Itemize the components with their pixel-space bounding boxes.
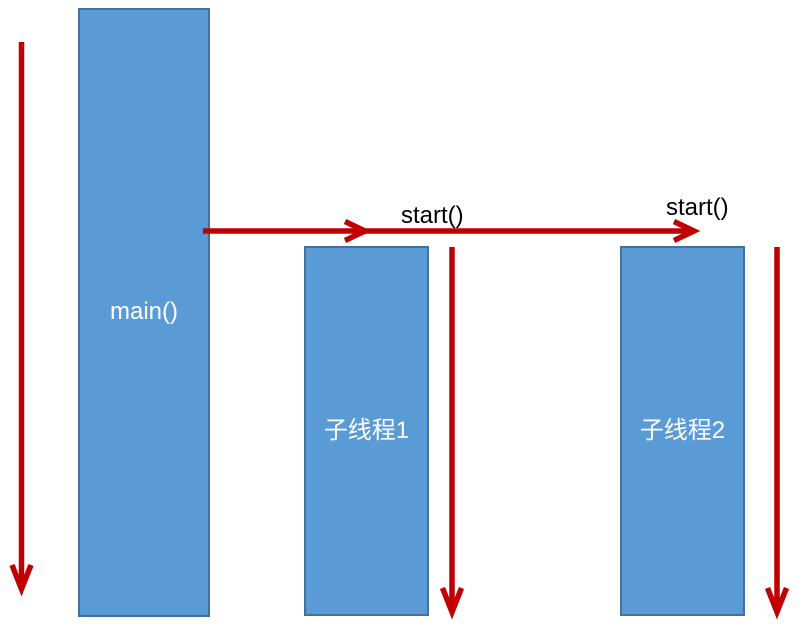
child-thread-1-bar: 子线程1 [304, 246, 429, 616]
start-call-2-arrowhead [672, 219, 701, 243]
main-thread-bar: main() [78, 8, 210, 617]
child-thread-2-label: 子线程2 [639, 416, 726, 444]
start-call-1-arrowhead [343, 219, 372, 243]
child1-lifeline-arrow [439, 247, 465, 620]
child-thread-2-bar: 子线程2 [620, 246, 745, 616]
child2-lifeline-arrow [764, 247, 790, 620]
main-thread-label: main() [109, 298, 178, 326]
main-lifeline-arrow [9, 42, 34, 597]
start-call-label-2: start() [666, 194, 729, 221]
start-call-label-1: start() [401, 202, 464, 229]
child-thread-1-label: 子线程1 [323, 416, 410, 444]
